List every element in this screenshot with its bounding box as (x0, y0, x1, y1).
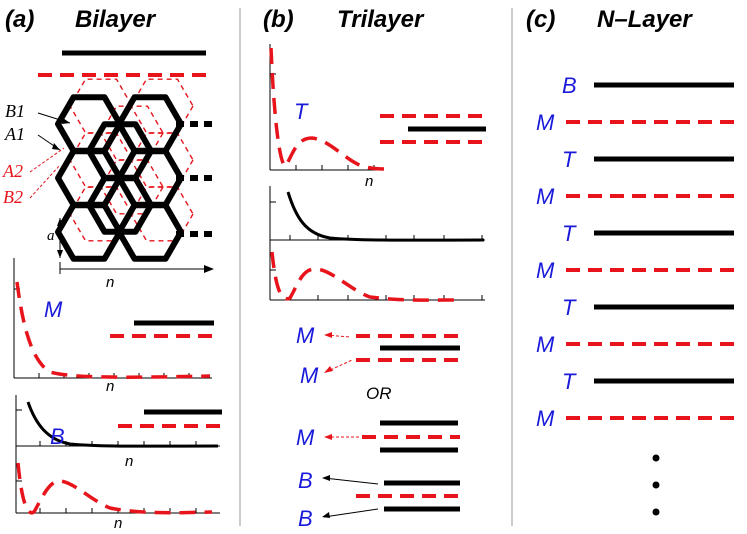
n-layer-label: M (536, 406, 555, 431)
honeycomb-lattice (55, 78, 214, 262)
n-layer-label: M (536, 110, 555, 135)
trilayer-b-dashed-wavefunction (270, 251, 461, 302)
bilayer-m-label: M (44, 297, 63, 322)
or-label: OR (366, 384, 392, 403)
site-label-b1: B1 (5, 101, 25, 121)
lattice-spacing-label: a (47, 228, 55, 244)
lattice-n-axis (59, 262, 214, 274)
trilayer-mb-b-label-upper: B (298, 468, 313, 493)
trilayer-t-label: T (294, 99, 309, 124)
lattice-n-label: n (106, 274, 114, 291)
panel-b: (b) Trilayer T n (263, 6, 486, 531)
n-layer-label: T (562, 147, 577, 172)
lattice-continuation-marks (176, 121, 214, 237)
lattice-spacing-marker: a (47, 218, 63, 258)
trilayer-mb-schematic: M B B (296, 420, 462, 531)
panel-b-letter: (b) (263, 6, 294, 33)
continuation-dot (652, 508, 660, 516)
trilayer-m-label-upper: M (296, 323, 315, 348)
solid-hexagon (86, 175, 154, 235)
trilayer-t-plot: T n (269, 44, 486, 190)
site-label-pointers (29, 112, 71, 199)
solid-sublattice (55, 94, 184, 262)
bilayer-b-dashed-wavefunction (16, 462, 213, 515)
continuation-dot (652, 481, 660, 489)
bilayer-b-plot: B n n (15, 395, 222, 532)
trilayer-b-solid-wavefunction (286, 191, 485, 242)
bilayer-b-solid-wavefunction (26, 401, 219, 448)
n-layer-label: T (562, 221, 577, 246)
trilayer-m-schematic: M M (296, 323, 460, 388)
trilayer-b-plot (269, 186, 485, 302)
site-label-a1: A1 (4, 124, 25, 144)
trilayer-mb-m-label: M (296, 425, 315, 450)
n-layer-label: T (562, 295, 577, 320)
trilayer-t-wavefunction (269, 47, 389, 171)
site-label-b2: B2 (3, 187, 23, 207)
site-label-a2: A2 (2, 161, 23, 181)
continuation-dot (652, 454, 660, 462)
bilayer-b-n-label-lower: n (114, 515, 122, 532)
continuation-dots (652, 454, 660, 516)
n-layer-label: M (536, 184, 555, 209)
n-layer-label: M (536, 258, 555, 283)
trilayer-mb-b-label-lower: B (298, 506, 313, 531)
bilayer-b-n-label-upper: n (125, 453, 133, 470)
n-layer-label: T (562, 369, 577, 394)
trilayer-m-label-lower: M (300, 363, 319, 388)
trilayer-t-n-label: n (365, 173, 373, 190)
bilayer-m-n-label: n (106, 378, 114, 395)
bilayer-b-label: B (50, 424, 65, 449)
panel-a-letter: (a) (5, 6, 34, 33)
solid-hexagon (55, 202, 123, 262)
panel-b-title: Trilayer (337, 6, 425, 33)
bilayer-m-plot: M n (13, 258, 214, 395)
panel-a: (a) Bilayer B1 A1 A2 B2 (2, 6, 222, 532)
panel-c-letter: (c) (526, 6, 555, 33)
panel-c-title: N–Layer (597, 6, 693, 33)
n-layer-label: M (536, 332, 555, 357)
panel-a-title: Bilayer (75, 6, 157, 33)
bilayer-m-wavefunction (15, 281, 211, 379)
n-layer-label: B (562, 73, 577, 98)
